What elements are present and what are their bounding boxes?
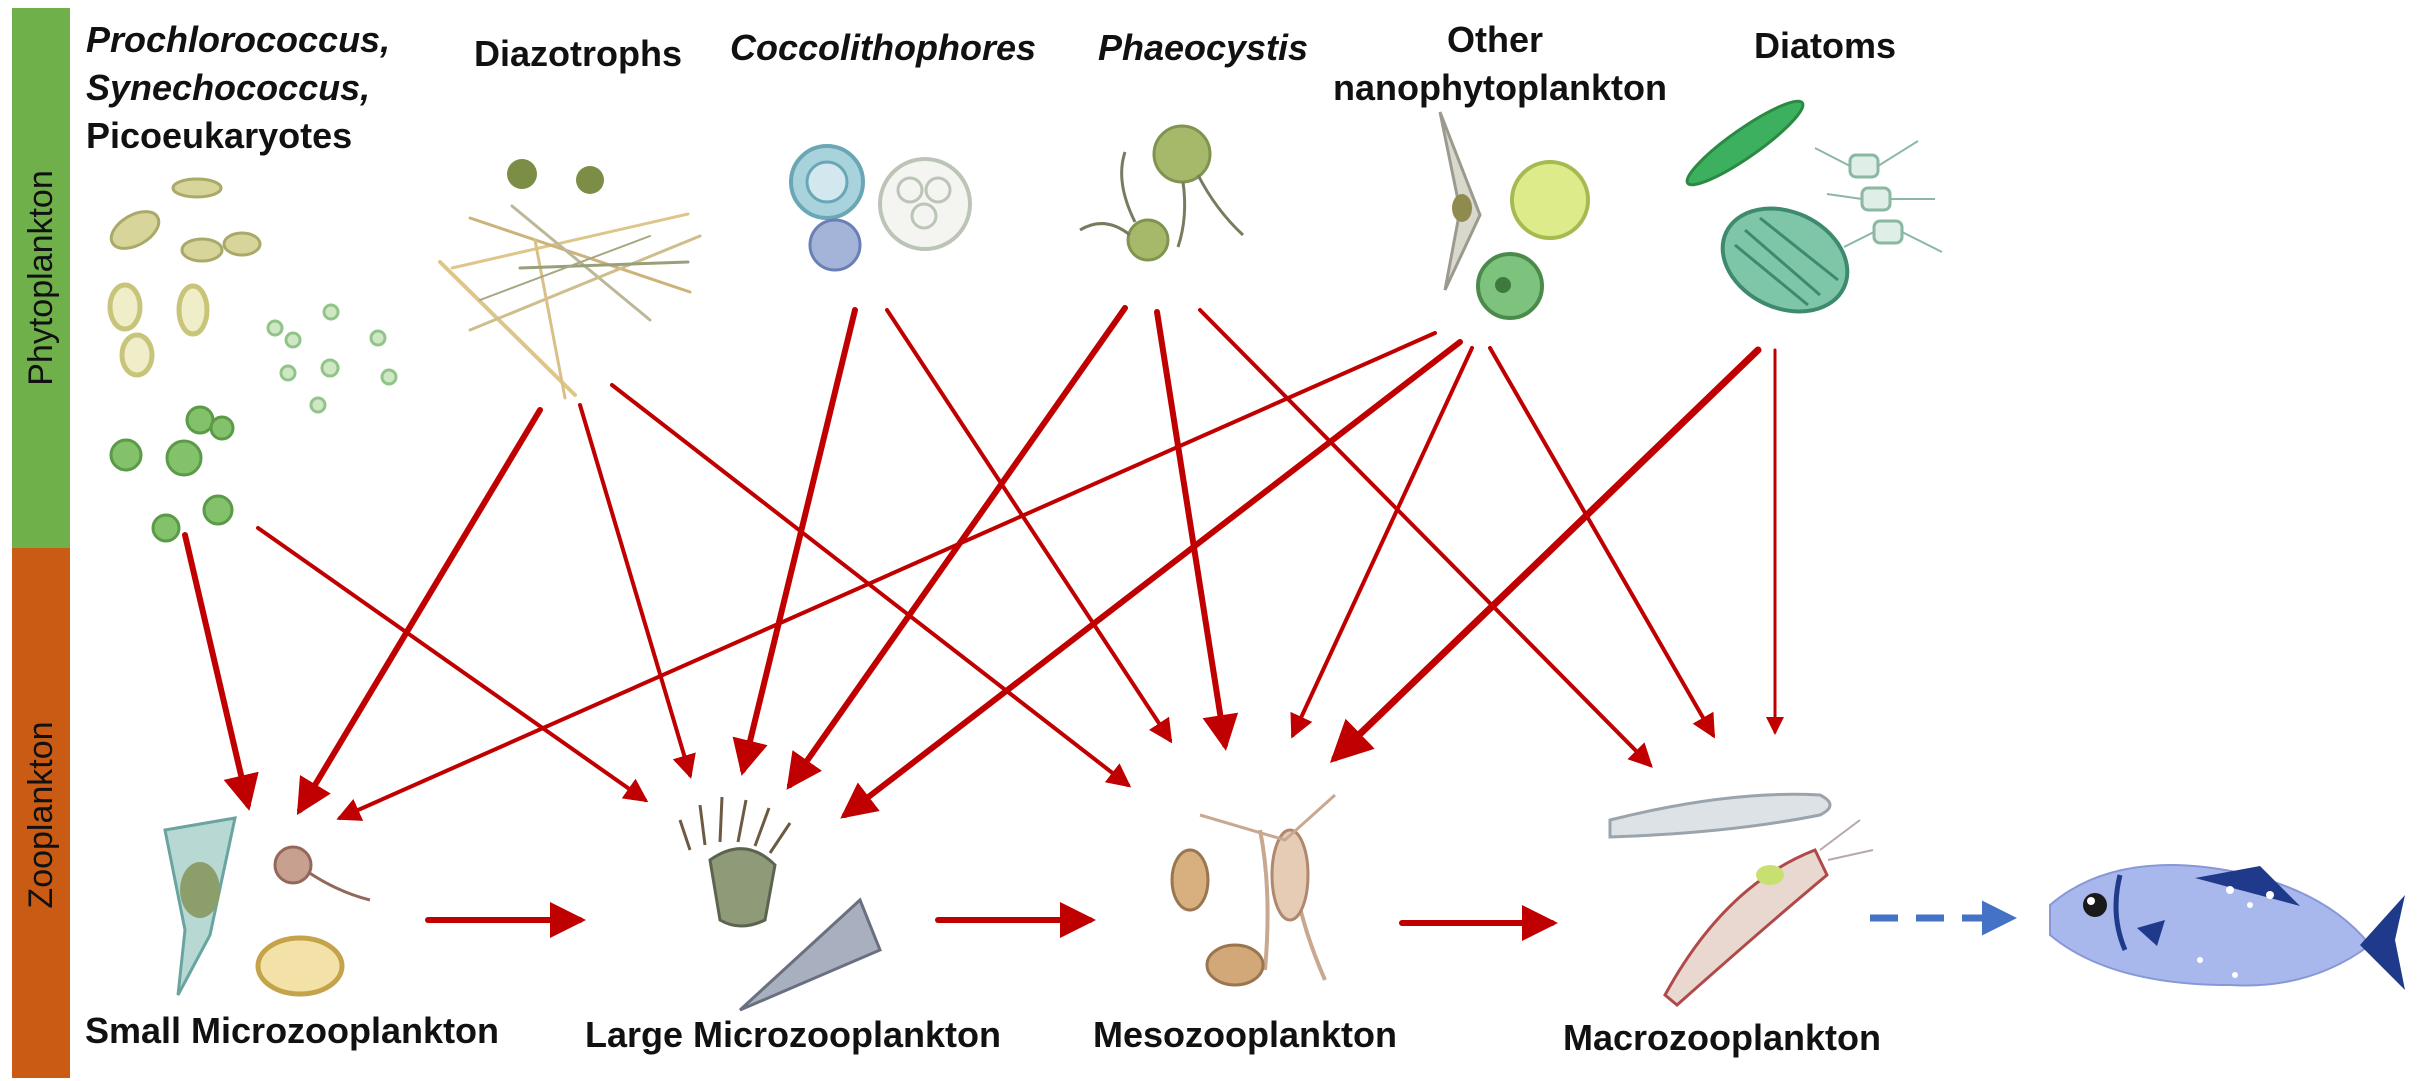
arrow-pico-to-small <box>185 535 248 805</box>
label-coccolithophores: Coccolithophores <box>730 27 1036 68</box>
nanophytoplankton-cells-icon <box>1440 112 1588 318</box>
label-diatoms: Diatoms <box>1754 25 1896 66</box>
fish-icon <box>2050 865 2405 990</box>
label-phaeocystis: Phaeocystis <box>1098 27 1308 68</box>
small-microzooplankton-icon <box>165 818 370 995</box>
arrow-nano-to-meso <box>1293 348 1472 735</box>
arrow-pico-to-large <box>258 528 645 800</box>
arrow-nano-to-small <box>340 333 1435 818</box>
label-other-nano-line2: nanophytoplankton <box>1333 67 1667 108</box>
arrow-phaeo-to-macro <box>1200 310 1650 765</box>
coccolithophore-cells-icon <box>791 146 970 270</box>
label-diazotrophs: Diazotrophs <box>474 33 682 74</box>
label-pico-line1: Prochlorococcus, <box>86 19 390 60</box>
arrow-diatom-to-meso <box>1335 350 1758 758</box>
arrow-diaz-to-small <box>300 410 540 810</box>
label-small-microzooplankton: Small Microzooplankton <box>85 1010 499 1051</box>
picoplankton-cells-icon <box>105 179 396 541</box>
macrozooplankton-icon <box>1610 794 1873 1005</box>
zooplankton-side-label: Zooplankton <box>22 721 60 908</box>
mesozooplankton-icon <box>1172 795 1335 985</box>
phytoplankton-side-label: Phytoplankton <box>22 170 60 386</box>
label-pico-line3: Picoeukaryotes <box>86 115 352 156</box>
diatom-cells-icon <box>1680 91 1942 331</box>
label-other-nano-line1: Other <box>1447 19 1543 60</box>
arrow-diaz-to-large <box>580 405 690 775</box>
label-large-microzooplankton: Large Microzooplankton <box>585 1014 1001 1055</box>
label-mesozooplankton: Mesozooplankton <box>1093 1014 1397 1055</box>
arrow-nano-to-macro <box>1490 348 1713 735</box>
phaeocystis-cells-icon <box>1080 126 1243 260</box>
trophic-arrows <box>185 308 1775 923</box>
large-microzooplankton-icon <box>680 797 880 1010</box>
label-macrozooplankton: Macrozooplankton <box>1563 1017 1881 1058</box>
diazotroph-filaments-icon <box>440 159 700 398</box>
arrow-cocco-to-large <box>743 310 855 770</box>
label-pico-line2: Synechococcus, <box>86 67 370 108</box>
